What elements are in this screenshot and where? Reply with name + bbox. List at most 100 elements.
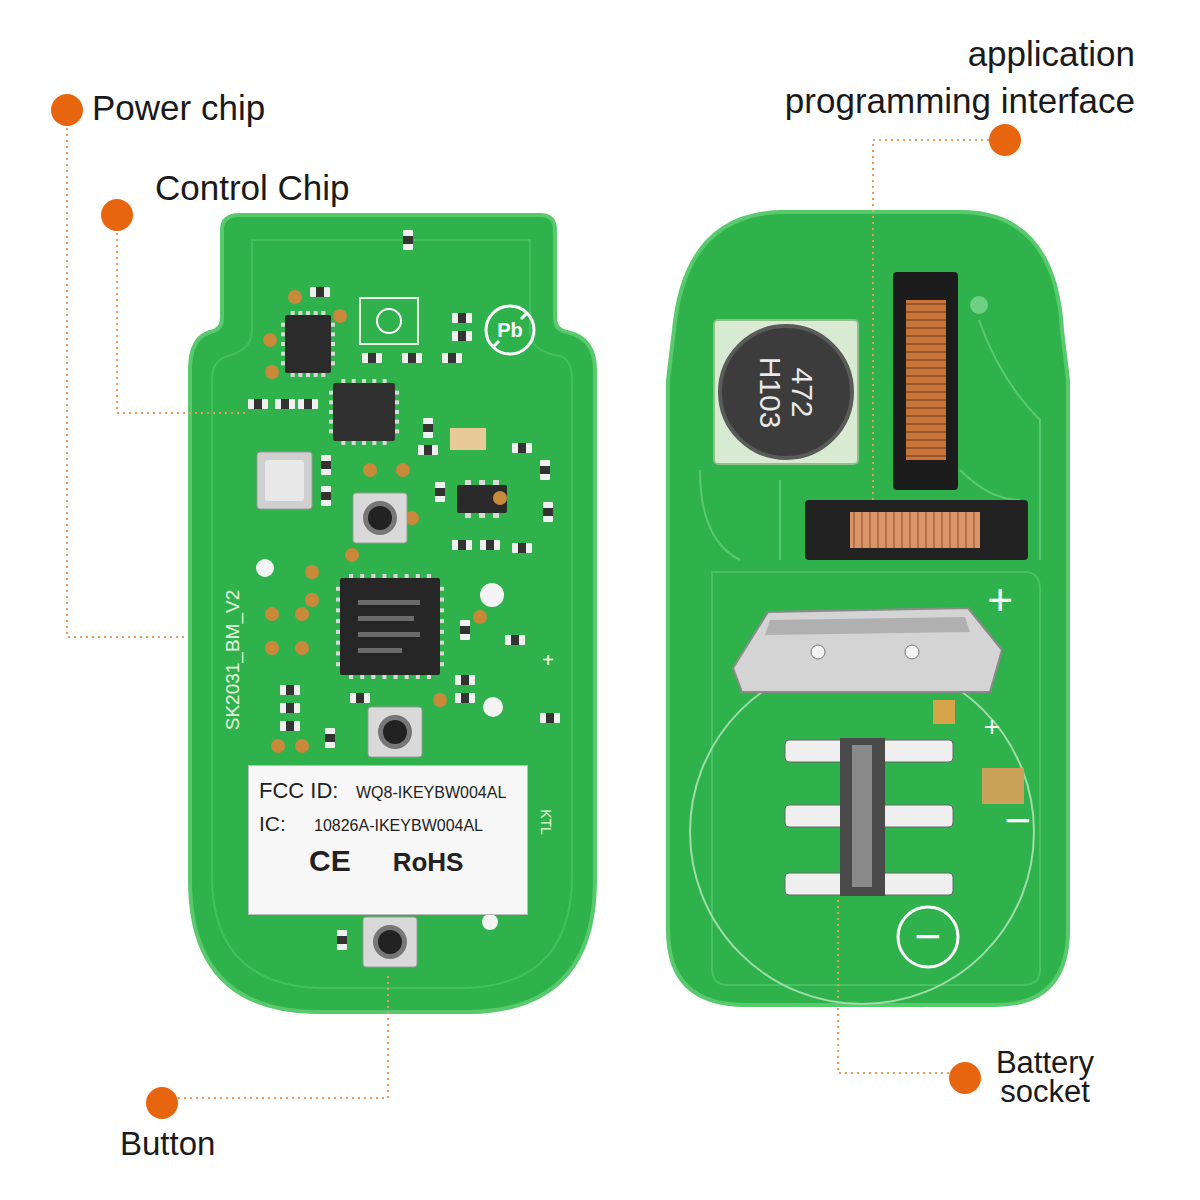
coil-winding (850, 512, 980, 548)
chip-pin (394, 675, 398, 679)
coil-turn (917, 512, 919, 548)
smd-resistor (402, 353, 422, 363)
chip-pin (440, 619, 444, 623)
coil-turn (877, 512, 879, 548)
smd-pads (452, 540, 472, 550)
chip-pin (352, 441, 356, 445)
smd-pads (455, 675, 475, 685)
label-anchor: + (542, 649, 554, 672)
coil-turn (906, 423, 946, 425)
smd-resistor (337, 930, 347, 950)
coil-turn (906, 367, 946, 369)
chip-pin (281, 332, 285, 336)
smd-body (458, 540, 466, 550)
chip-pin (382, 574, 386, 578)
chip-pin (360, 675, 364, 679)
callout-label: Button (120, 1125, 215, 1163)
chip-pin (336, 630, 340, 634)
coil-turn (906, 327, 946, 329)
chip-pin (331, 332, 335, 336)
smd-pads (280, 703, 300, 713)
minus-ring (898, 907, 958, 967)
smd-body (281, 399, 289, 409)
chip-pin (427, 675, 431, 679)
coil-turn (901, 512, 903, 548)
chip-pin (321, 311, 325, 315)
silkscreen-text: Pb (497, 319, 523, 342)
chip-pin (372, 441, 376, 445)
chip-pin (336, 598, 340, 602)
smd-body (408, 353, 416, 363)
chip-pin (395, 429, 399, 433)
coil-turn (906, 311, 946, 313)
smd-resistor (325, 728, 335, 748)
smd-pads (540, 713, 560, 723)
round-pad (483, 697, 503, 717)
smd-parts (248, 230, 560, 950)
power-inductor: 472 H103 (712, 318, 860, 466)
smd-pads (350, 693, 370, 703)
coil-turn (906, 447, 946, 449)
inductor-body (720, 326, 852, 458)
smd-pads (512, 543, 532, 553)
smd-body (435, 488, 445, 496)
polarity-mark: + (984, 711, 1000, 743)
clip-rivet (905, 645, 919, 659)
control-chip (333, 383, 395, 441)
smd-pads (543, 502, 553, 522)
chip-pin (440, 630, 444, 634)
chip-pin (395, 400, 399, 404)
smd-resistor (275, 399, 295, 409)
label-text: FCC ID: (259, 778, 356, 804)
button-body (368, 707, 422, 757)
coil-turn (965, 512, 967, 548)
coil-turn (906, 303, 946, 305)
smd-pads (452, 313, 472, 323)
copper-trace (700, 470, 740, 560)
chip-pin (291, 311, 295, 315)
chip-pin (281, 361, 285, 365)
smd-pads (280, 721, 300, 731)
leader-line (838, 900, 949, 1073)
button-cap (368, 506, 392, 530)
callout-dot (949, 1062, 981, 1094)
chip-pin (336, 641, 340, 645)
chip-pin (440, 662, 444, 666)
coil-turn (861, 512, 863, 548)
chip-pin (395, 410, 399, 414)
coil-turn (973, 512, 975, 548)
smd-resistor (480, 540, 500, 550)
smd-body (458, 313, 466, 323)
smd-body (518, 543, 526, 553)
smd-body (543, 508, 553, 516)
smd-pads (275, 399, 295, 409)
copper-trace (960, 470, 1020, 500)
round-pad (482, 914, 498, 930)
chip-pin (331, 342, 335, 346)
button-body (363, 917, 417, 967)
chip-marking (358, 600, 420, 653)
label-text: 10826A-IKEYBW004AL (314, 817, 483, 835)
smd-resistor (543, 502, 553, 522)
label-text: IC: (259, 812, 314, 836)
smd-pads (402, 353, 422, 363)
coil-turn (906, 407, 946, 409)
test-pad (473, 610, 487, 624)
smd-body (511, 635, 519, 645)
chip-marking-line (358, 616, 414, 621)
chip-pin (329, 391, 333, 395)
chip-pin (427, 574, 431, 578)
tact-button (353, 493, 407, 543)
label-row: FCC ID:WQ8-IKEYBW004AL (259, 778, 517, 804)
smd-pads (321, 486, 331, 506)
coil-turn (906, 375, 946, 377)
coil-turn (906, 415, 946, 417)
test-pad (295, 607, 309, 621)
label-anchor: application programming interface (780, 30, 1135, 124)
smd-body (423, 424, 433, 432)
label-anchor: KTL (538, 809, 554, 835)
traces (700, 320, 1040, 560)
chip-pin (336, 651, 340, 655)
chip-pin (479, 513, 485, 518)
test-pad (288, 290, 302, 304)
